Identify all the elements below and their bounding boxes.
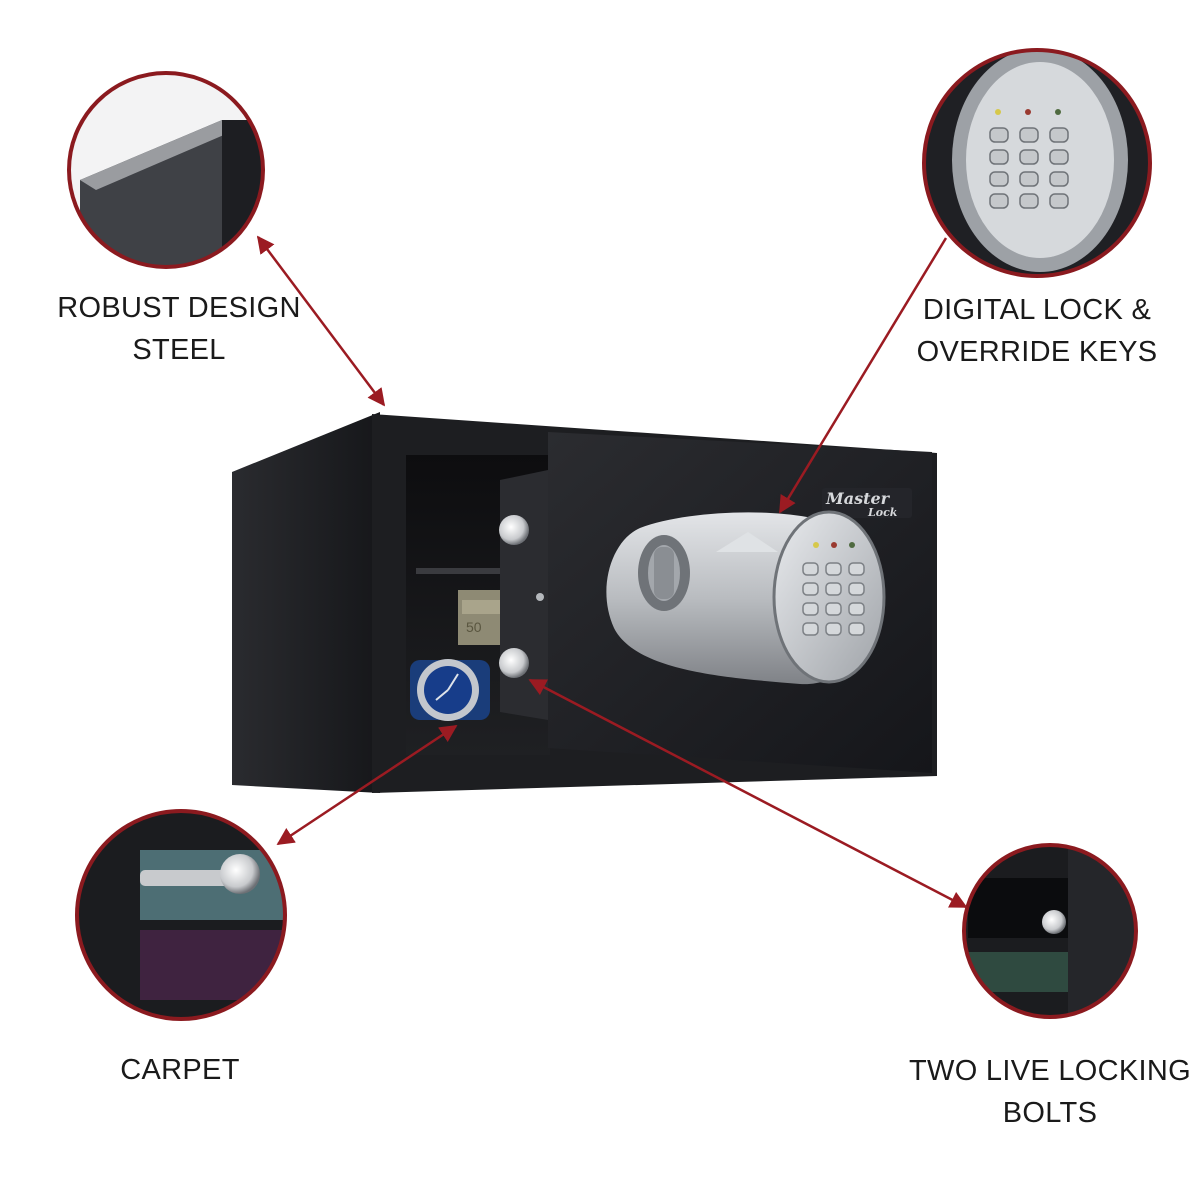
brand-name: Master [825, 489, 891, 508]
feature-label-robust-steel: ROBUST DESIGN STEEL [57, 292, 301, 366]
locking-bolt-top [499, 515, 529, 545]
callout-carpet [75, 809, 287, 1021]
keypad-buttons [802, 562, 865, 636]
callout-digital-lock [922, 48, 1152, 278]
cash-bundle: 50 [458, 590, 506, 645]
wristwatch [410, 659, 490, 721]
arrow-locking-bolts [528, 678, 968, 909]
svg-text:50: 50 [466, 619, 482, 635]
callout-robust-steel [67, 71, 265, 269]
arrow-carpet [276, 724, 458, 846]
callout-locking-bolts [962, 843, 1138, 1019]
keypad-panel [772, 510, 886, 684]
feature-label-digital-lock: DIGITAL LOCK & OVERRIDE KEYS [916, 294, 1158, 368]
brand-badge: Master Lock [822, 488, 912, 519]
status-lights [813, 542, 855, 548]
safe: 50 Master Lock [232, 412, 937, 793]
arrow-robust-steel [256, 235, 386, 407]
safe-side-panel [232, 412, 380, 793]
brand-subname: Lock [867, 506, 898, 519]
locking-bolt-bottom [499, 648, 529, 678]
feature-label-locking-bolts: TWO LIVE LOCKING BOLTS [909, 1055, 1191, 1129]
callout-arrows [256, 235, 968, 909]
safe-shelf [416, 568, 506, 574]
feature-label-carpet: CARPET [120, 1054, 240, 1086]
arrow-digital-lock [778, 237, 948, 514]
door-handle-knob [638, 535, 690, 611]
